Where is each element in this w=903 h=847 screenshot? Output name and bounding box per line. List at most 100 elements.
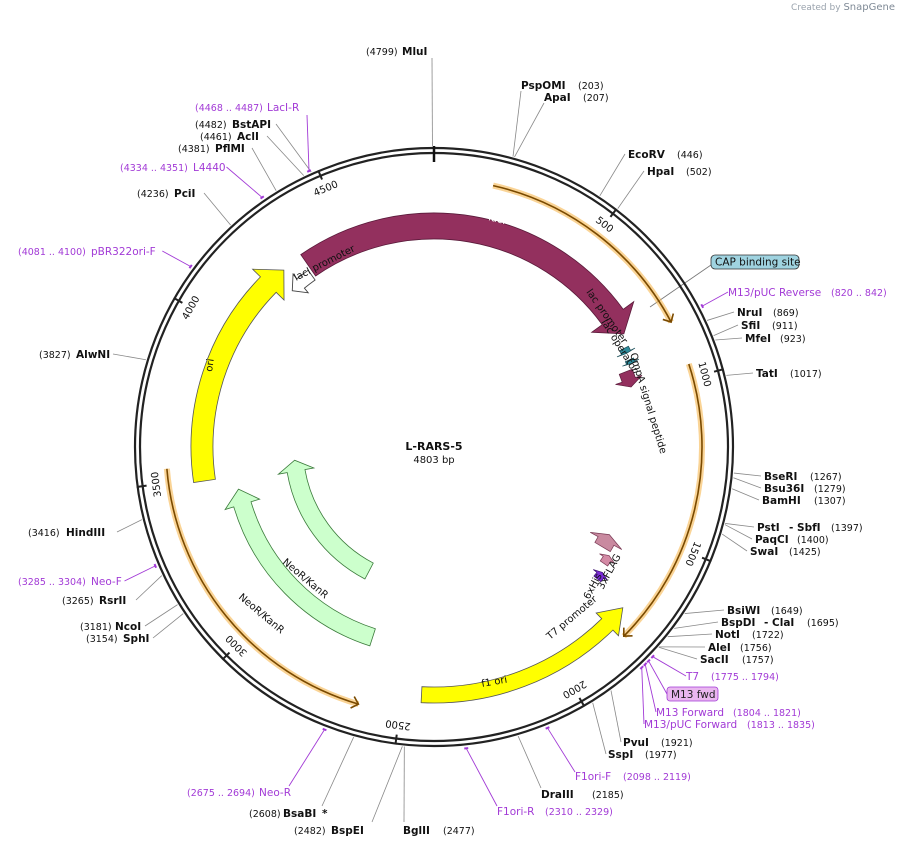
- m13-fwd-label: M13 fwd: [671, 689, 716, 701]
- cap-binding-site-label: CAP binding site: [715, 257, 801, 269]
- primer-connector: [226, 166, 263, 198]
- site-position: (1267): [810, 472, 842, 483]
- primer-range: (820 .. 842): [831, 288, 887, 299]
- orange-arc-neo-region-halo: [163, 468, 360, 708]
- site-label: NotI: [715, 629, 740, 641]
- site-position: (3154): [86, 634, 118, 645]
- site-connector: [724, 524, 753, 540]
- site-label: DraIII: [541, 789, 574, 801]
- site-label: SphI: [123, 633, 149, 645]
- ori-label: ori: [204, 358, 217, 372]
- site-position: (3181): [80, 622, 112, 633]
- site-label: EcoRV: [628, 149, 666, 161]
- primer-connector: [652, 656, 687, 677]
- site-position: (4236): [137, 189, 169, 200]
- site-connector: [610, 690, 622, 743]
- site-label: BspEI: [331, 825, 364, 837]
- lacI-label: lacI: [487, 212, 507, 227]
- site-label: RsrII: [99, 595, 126, 607]
- primer-range: (3285 .. 3304): [18, 577, 86, 588]
- primer-range: (2675 .. 2694): [187, 788, 255, 799]
- scale-tick: [578, 697, 586, 708]
- primer-mark: [643, 662, 648, 667]
- site-connector: [275, 123, 312, 173]
- primer-range: (4468 .. 4487): [195, 103, 263, 114]
- site-position: (1695): [807, 618, 839, 629]
- site-connector: [116, 519, 143, 533]
- primer-connector: [288, 729, 325, 787]
- primer-label: L4440: [193, 162, 226, 174]
- scale-tick-label: 1000: [695, 361, 712, 388]
- primer-connector: [306, 114, 310, 171]
- site-connector: [715, 337, 743, 341]
- site-connector: [706, 311, 735, 321]
- neo-kan-outer-feature: [224, 488, 376, 647]
- site-position: (3416): [28, 528, 60, 539]
- site-label: BamHI: [762, 495, 801, 507]
- site-position: (1307): [814, 496, 846, 507]
- cap-binding-site-badge: CAP binding site: [710, 254, 801, 270]
- site-connector: [726, 372, 754, 376]
- scale-tick: [609, 208, 618, 218]
- site-connector: [725, 523, 755, 528]
- orange-arc-insert-region-halo: [621, 363, 705, 639]
- primer-connector: [644, 664, 657, 713]
- site-label: AlwNI: [76, 349, 110, 361]
- orange-arc-insert-region-head: [622, 627, 633, 638]
- site-position: (911): [772, 321, 798, 332]
- primer-range: (1813 .. 1835): [747, 720, 815, 731]
- primer-range: (1804 .. 1821): [733, 708, 801, 719]
- plasmid-name: L-RARS-5: [405, 440, 462, 453]
- site-label: PspOMI: [521, 80, 566, 92]
- primer-label: M13/pUC Reverse: [728, 287, 821, 299]
- site-label: PciI: [174, 188, 195, 200]
- site-label: AclI: [237, 131, 259, 143]
- lacI-promoter-feature: [291, 269, 316, 294]
- site-position: (2185): [592, 790, 624, 801]
- site-connector: [667, 633, 713, 638]
- site-position: (1279): [814, 484, 846, 495]
- site-position: (3827): [39, 350, 71, 361]
- lacI-feature: [300, 212, 635, 335]
- primer-connector: [648, 660, 668, 695]
- site-label: PflMI: [215, 143, 245, 155]
- site-position: (2482): [294, 826, 326, 837]
- site-label: SwaI: [750, 546, 778, 558]
- primer-connector: [547, 727, 576, 773]
- site-position: (203): [578, 81, 604, 92]
- scale-tick: [136, 484, 147, 488]
- site-label: NruI: [737, 307, 762, 319]
- primer-label: F1ori-F: [575, 771, 611, 783]
- site-connector: [674, 621, 719, 629]
- neo-kan-inner-feature: [276, 459, 374, 580]
- orange-arc-neo-region: [166, 468, 359, 705]
- primer-mark: [306, 169, 312, 173]
- scale-tick-label: 3500: [150, 471, 164, 498]
- site-connector: [112, 353, 146, 361]
- site-connector: [514, 102, 545, 158]
- orange-arc-insert-region: [623, 363, 703, 637]
- primer-label: M13/pUC Forward: [644, 719, 737, 731]
- primer-connector: [465, 748, 498, 807]
- site-label: HindIII: [66, 527, 105, 539]
- scale-tick-label: 4000: [180, 294, 202, 322]
- site-label: SfiI: [741, 320, 760, 332]
- site-connector: [658, 646, 698, 660]
- site-position: (1756): [740, 643, 772, 654]
- scale-tick: [394, 734, 398, 745]
- site-connector: [251, 147, 277, 191]
- scale-tick: [701, 556, 712, 563]
- site-label: - ClaI: [764, 617, 794, 629]
- site-label: *: [322, 808, 328, 820]
- site-position: (869): [773, 308, 799, 319]
- site-position: (2477): [443, 826, 475, 837]
- lac-promoter-feature: [616, 345, 636, 358]
- site-label: BglII: [403, 825, 430, 837]
- site-position: (446): [677, 150, 703, 161]
- scale-tick: [317, 169, 323, 180]
- site-connector: [617, 170, 645, 209]
- site-position: (1921): [661, 738, 693, 749]
- site-label: MfeI: [745, 333, 771, 345]
- primer-mark: [700, 303, 705, 309]
